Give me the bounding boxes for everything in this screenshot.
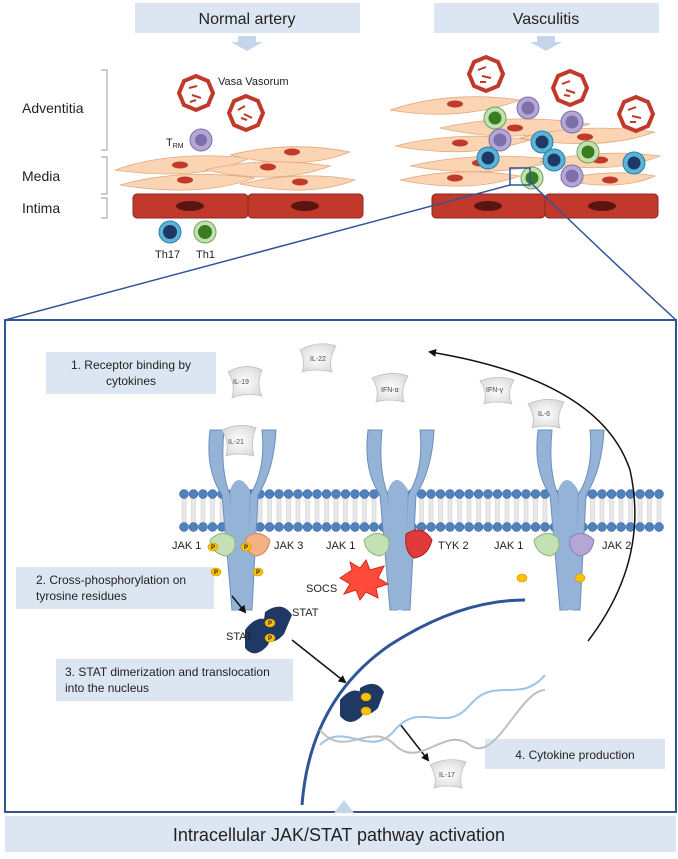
tyk2-label: TYK 2 — [438, 540, 469, 552]
normal-artery-title: Normal artery — [199, 11, 296, 28]
normal-artery-banner: Normal artery — [135, 3, 360, 51]
jak1-label-2: JAK 1 — [326, 540, 355, 552]
arrow-feedback-loop — [428, 349, 636, 642]
socs-label: SOCS — [306, 583, 337, 595]
vasa-vasorum-label: Vasa Vasorum — [218, 76, 289, 88]
il6-label: IL-6 — [538, 411, 550, 418]
normal-intima-endothelium — [132, 193, 364, 219]
vasculitis-title: Vasculitis — [513, 11, 579, 28]
stat-dimer-cytoplasm: P P — [245, 606, 292, 654]
zoom-line-left — [4, 184, 511, 321]
stat-dimer-nucleus — [340, 683, 384, 722]
receptor-2 — [366, 429, 435, 611]
svg-text:1. Receptor binding by: 1. Receptor binding by — [71, 358, 191, 372]
svg-text:2. Cross-phosphorylation on: 2. Cross-phosphorylation on — [36, 573, 186, 587]
il21-label: IL-21 — [228, 439, 244, 446]
stat-label-2: STAT — [226, 631, 253, 643]
th1-cell — [193, 220, 217, 244]
jak2-label: JAK 2 — [602, 540, 631, 552]
svg-text:4. Cytokine production: 4. Cytokine production — [515, 748, 634, 762]
trm-cell — [189, 128, 213, 152]
vasculitis-vasa-vasorum — [466, 54, 656, 134]
vasculitis-immune-infiltrate — [476, 96, 646, 190]
normal-artery-wall: Vasa Vasorum TRM Th17 Th1 — [114, 73, 364, 261]
svg-text:P: P — [268, 621, 272, 627]
jak3-label: JAK 3 — [274, 540, 303, 552]
dna-helix — [319, 674, 546, 754]
vasculitis-banner-arrow — [530, 36, 562, 51]
arrow-phosphorylation — [231, 595, 247, 614]
il19-label: IL-19 — [233, 379, 249, 386]
th1-label: Th1 — [196, 249, 215, 261]
stat-label-1: STAT — [292, 607, 319, 619]
normal-banner-arrow — [231, 36, 263, 51]
arrow-transcription — [399, 723, 430, 762]
zoom-line-right — [529, 181, 677, 321]
svg-text:into the nucleus: into the nucleus — [65, 681, 149, 695]
th17-label: Th17 — [155, 249, 180, 261]
ifng-label: IFN-γ — [486, 387, 504, 394]
vasa-vasorum-vessel — [176, 73, 266, 133]
jak1-label-1: JAK 1 — [172, 540, 201, 552]
nuclear-envelope — [300, 598, 526, 806]
jak1-label-3: JAK 1 — [494, 540, 523, 552]
receptor-1 — [208, 429, 277, 611]
vasculitis-intima-endothelium — [431, 193, 659, 219]
svg-text:P: P — [256, 570, 260, 576]
il17-label: IL-17 — [439, 772, 455, 779]
normal-smooth-muscle-cells — [114, 146, 357, 191]
media-label: Media — [22, 168, 60, 184]
svg-text:3. STAT dimerization and trans: 3. STAT dimerization and translocation — [65, 665, 270, 679]
ifna-label: IFN-α — [381, 387, 399, 394]
arrow-translocation — [291, 639, 347, 684]
th17-cell — [158, 220, 182, 244]
footer-banner — [5, 816, 676, 852]
vasculitis-artery-wall — [389, 54, 662, 219]
adventitia-label: Adventitia — [22, 100, 84, 116]
footer-arrow — [334, 800, 354, 813]
step-4-box: 4. Cytokine production — [485, 739, 665, 769]
il22-label: IL-22 — [310, 356, 326, 363]
footer-title: Intracellular JAK/STAT pathway activatio… — [173, 825, 505, 845]
svg-text:P: P — [211, 545, 215, 551]
step-2-box: 2. Cross-phosphorylation on tyrosine res… — [16, 567, 214, 609]
jak-kinases — [209, 529, 595, 559]
trm-label: TRM — [166, 137, 184, 150]
svg-text:P: P — [244, 545, 248, 551]
svg-text:P: P — [268, 636, 272, 642]
svg-text:P: P — [214, 570, 218, 576]
vasculitis-banner: Vasculitis — [434, 3, 659, 51]
layer-brackets — [101, 69, 108, 219]
cytokine-ligands — [221, 343, 565, 789]
receptor-3 — [536, 429, 605, 611]
svg-text:tyrosine residues: tyrosine residues — [36, 589, 127, 603]
svg-text:cytokines: cytokines — [106, 374, 156, 388]
socs-protein — [339, 558, 390, 602]
zoom-box — [509, 167, 531, 186]
step-3-box: 3. STAT dimerization and translocation i… — [56, 659, 293, 701]
intima-label: Intima — [22, 200, 60, 216]
step-1-box: 1. Receptor binding by cytokines — [46, 352, 216, 394]
